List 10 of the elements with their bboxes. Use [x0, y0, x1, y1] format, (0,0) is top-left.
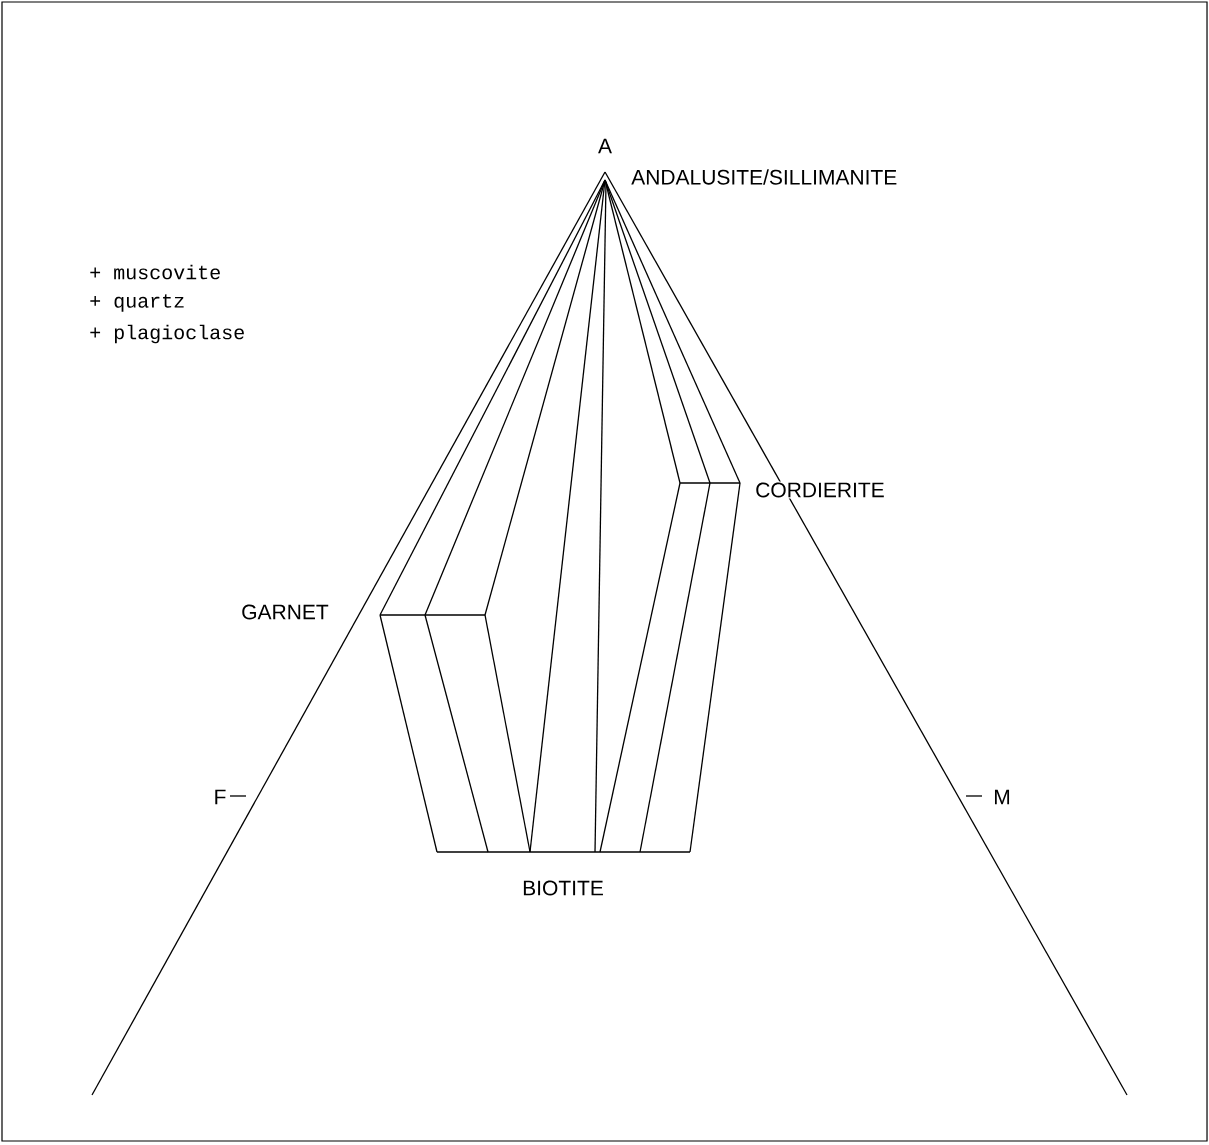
phase-label: BIOTITE — [521, 879, 605, 897]
phase-label: CORDIERITE — [754, 481, 886, 499]
assemblage-note: + quartz — [88, 293, 187, 313]
assemblage-note: + plagioclase — [88, 323, 247, 345]
phase-label: ANDALUSITE/SILLIMANITE — [630, 168, 899, 186]
phase-label: GARNET — [240, 603, 330, 621]
vertex-label: A — [597, 137, 613, 155]
assemblage-note: + muscovite — [88, 263, 223, 281]
vertex-label: F — [212, 788, 228, 806]
vertex-label: M — [992, 788, 1012, 806]
